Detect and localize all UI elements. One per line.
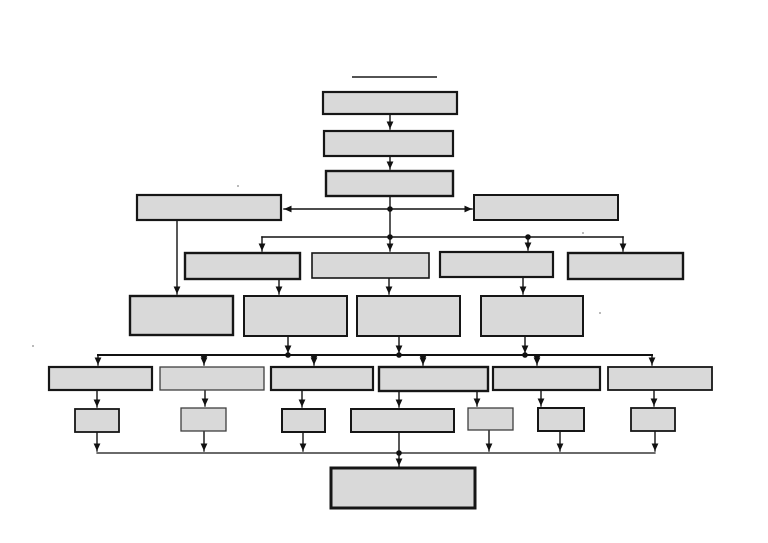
flowchart-node-row4-1 <box>128 294 235 337</box>
flowchart-node-row3-4 <box>566 251 685 281</box>
arrowhead-row5-4-to-row6-5 <box>473 398 481 406</box>
flowchart-node-row5-1 <box>47 365 154 392</box>
flowchart-node-top-1 <box>321 90 459 116</box>
arrowhead-bus1-to-row5-6 <box>648 357 656 365</box>
arrowhead-row6-2-to-collector <box>200 443 208 451</box>
arrowhead-bus2-to-row3-2 <box>386 243 394 251</box>
arrowhead-bus1-to-row5-3-upper <box>310 356 318 362</box>
flowchart-node-row3-3 <box>438 250 555 279</box>
flowchart-node-final <box>329 466 477 510</box>
arrowhead-wide-to-final <box>395 458 403 466</box>
flowchart-node-row5-2 <box>159 366 265 391</box>
flowchart-node-right-branch <box>473 194 619 221</box>
arrowhead-row5-1-to-row6-1 <box>93 399 101 407</box>
arrowhead-top2-to-top3 <box>386 161 394 169</box>
arrowhead-row4-4-to-bus1 <box>521 345 529 353</box>
arrowhead-junction-to-right <box>464 205 472 213</box>
junction-dot-6 <box>396 450 402 456</box>
arrowhead-bus1-to-row5-5-upper <box>533 356 541 362</box>
arrowhead-junction-to-left <box>284 205 292 213</box>
arrowhead-top1-to-top2 <box>386 121 394 129</box>
junction-dot-3 <box>285 352 291 358</box>
arrowhead-row6-6-to-collector <box>556 443 564 451</box>
flowchart-node-row6-5 <box>467 407 514 431</box>
flowchart-node-row4-2 <box>243 295 348 337</box>
flowchart-node-row4-3 <box>356 295 461 337</box>
flowchart-node-row3-1 <box>183 251 302 281</box>
speckle-1 <box>582 232 584 234</box>
arrowhead-row6-5-to-collector <box>485 443 493 451</box>
arrowhead-row6-1-to-collector <box>93 443 101 451</box>
arrowhead-row5-3-to-row6-3 <box>298 399 306 407</box>
flowchart-node-row6-6 <box>537 407 585 432</box>
flowchart-node-row4-4 <box>480 295 584 337</box>
arrowhead-row4-2-to-bus1 <box>284 345 292 353</box>
arrowhead-row6-3-to-collector <box>299 443 307 451</box>
flowchart-node-row5-5 <box>491 365 602 392</box>
arrowhead-row5-4-to-row6-4 <box>395 399 403 407</box>
arrowhead-row3-3-to-row4-4 <box>519 286 527 294</box>
flowchart-node-top-3 <box>324 169 455 198</box>
flowchart-node-row5-3 <box>269 365 375 392</box>
junction-dot-0 <box>387 206 393 212</box>
arrowhead-bus1-to-row5-4-upper <box>419 356 427 362</box>
junction-dot-4 <box>396 352 402 358</box>
arrowhead-row5-6-to-row6-7 <box>650 398 658 406</box>
arrowhead-row5-2-to-row6-2 <box>201 398 209 406</box>
flowchart-node-row6-3 <box>281 408 326 433</box>
flowchart-node-row6-1 <box>74 408 120 433</box>
speckle-2 <box>599 312 601 314</box>
flowchart-node-row5-4 <box>377 365 490 393</box>
flowchart-node-row3-2 <box>311 252 430 279</box>
speckle-0 <box>237 185 239 187</box>
junction-dot-1 <box>387 234 393 240</box>
flowchart-node-row6-2 <box>180 407 227 432</box>
arrowhead-bus2-to-row3-4 <box>619 243 627 251</box>
flowchart-node-row5-6 <box>607 366 713 391</box>
arrowhead-row3-1-to-row4-2 <box>275 286 283 294</box>
arrowhead-bus2-to-row3-1 <box>258 243 266 251</box>
arrowhead-row3-2-to-row4-3 <box>385 286 393 294</box>
junction-dot-5 <box>522 352 528 358</box>
arrowhead-row4-3-to-bus1 <box>395 345 403 353</box>
flowchart-node-row6-4-wide <box>350 408 455 433</box>
arrowhead-bus1-to-row5-1 <box>94 357 102 365</box>
flowchart-node-row6-7 <box>630 407 676 432</box>
arrowhead-left-to-row4-1 <box>173 286 181 294</box>
arrowhead-row6-7-to-collector <box>651 443 659 451</box>
flowchart-node-top-2 <box>322 129 455 158</box>
arrowhead-bus1-to-row5-2-upper <box>200 356 208 362</box>
arrowhead-bus2-to-row3-3 <box>524 242 532 250</box>
flowchart-node-left-branch <box>135 193 283 222</box>
speckle-3 <box>32 345 34 347</box>
arrowhead-row5-5-to-row6-6 <box>537 398 545 406</box>
junction-dot-2 <box>525 234 531 240</box>
